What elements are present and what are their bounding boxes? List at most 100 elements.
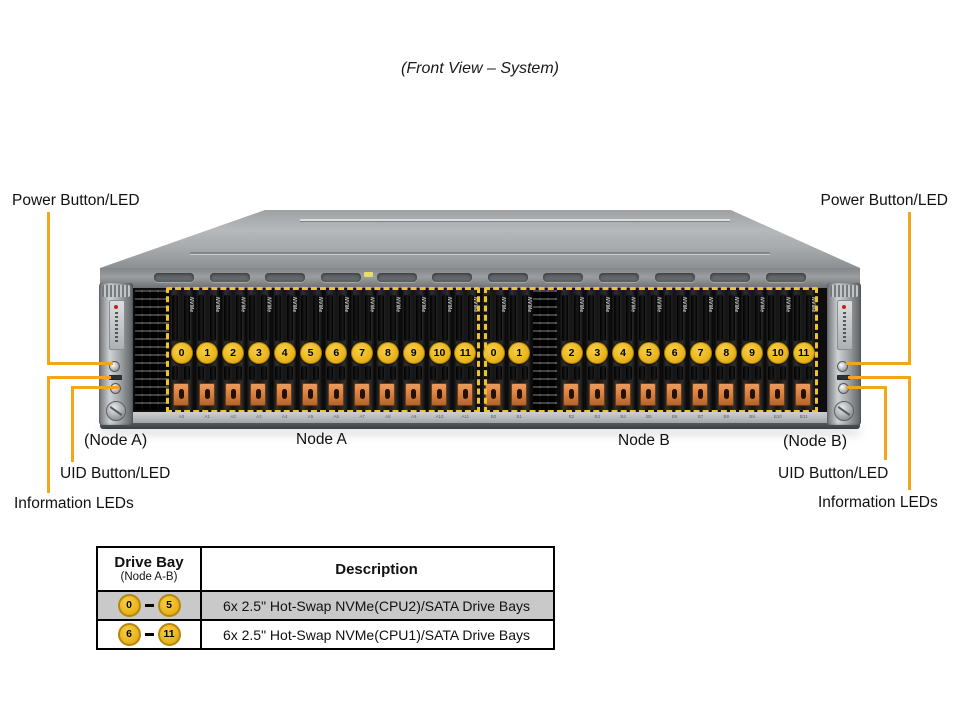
- label-node-b-paren: (Node B): [783, 433, 848, 450]
- nvme-label: NVMe: [681, 297, 688, 313]
- nvme-label: NVMe: [655, 297, 662, 313]
- drive-bay-number: 5: [299, 342, 322, 364]
- drive-bay-table: Drive Bay (Node A-B) Description 0 5 6x …: [96, 546, 555, 650]
- tray-vent-slot: [639, 366, 646, 380]
- nvme-label: NVMe: [603, 297, 610, 313]
- tray-vent-slot: [287, 366, 294, 380]
- drive-latch: [276, 383, 293, 406]
- tray-vent-slot: [806, 295, 813, 341]
- tray-vent-slot: [742, 366, 749, 380]
- drive-bay-number: 8: [376, 342, 399, 364]
- figure-title: (Front View – System): [401, 60, 559, 77]
- callout-line-info-right: [848, 376, 911, 379]
- tray-vent-slot: [313, 295, 319, 341]
- band-vent-slot: [320, 273, 361, 282]
- tray-vent-slot: [442, 366, 448, 380]
- chassis-front-vent-band: [100, 268, 860, 288]
- latch-hole: [491, 389, 496, 399]
- tray-vent-slot: [261, 295, 268, 341]
- badge-red-dot: [842, 305, 846, 309]
- tray-vent-slot: [754, 366, 761, 380]
- tray-vent-slot: [301, 295, 307, 341]
- table-header-drive-bay: Drive Bay (Node A-B): [98, 548, 202, 590]
- callout-line-power-right: [846, 362, 911, 365]
- label-information-leds-left: Information LEDs: [14, 495, 134, 512]
- tray-vent-slot: [275, 295, 282, 341]
- band-vent-slot: [209, 273, 250, 282]
- nvme-label: NVMe: [446, 297, 452, 313]
- bay-id-label: A10: [435, 414, 444, 419]
- tray-vent-slot: [703, 295, 709, 341]
- tray-vent-slot: [235, 295, 242, 341]
- drive-latch: [614, 383, 631, 406]
- band-vent-slot: [765, 273, 806, 282]
- tray-vent-slot: [716, 295, 723, 341]
- latch-hole: [801, 389, 807, 399]
- badge-text-marks: [115, 312, 118, 342]
- tray-vent-slot: [484, 295, 490, 341]
- drive-bay-number: 6: [325, 342, 348, 364]
- bay-id-label: A6: [333, 414, 340, 419]
- drive-bay-number: 9: [402, 342, 425, 364]
- tray-vent-slot: [223, 366, 230, 380]
- drive-bay-number: 3: [247, 342, 270, 364]
- drive-latch: [743, 383, 760, 406]
- band-vent-slot: [432, 273, 473, 282]
- tray-vent-slot: [352, 366, 359, 380]
- nvme-label: NVMe: [758, 297, 765, 313]
- drive-latch: [588, 383, 605, 406]
- information-leds: [109, 375, 122, 380]
- table-header-description: Description: [335, 560, 418, 578]
- tray-vent-slot: [780, 295, 787, 341]
- bay-id-label: A3: [256, 414, 262, 419]
- drive-latch: [795, 383, 812, 406]
- lid-emboss-line: [300, 219, 730, 221]
- drive-latch: [563, 383, 579, 406]
- left-rack-ear: [99, 283, 133, 425]
- bay-id-label: B2: [568, 414, 575, 419]
- information-leds: [837, 375, 850, 380]
- bay-id-label: B3: [594, 414, 601, 419]
- drive-latch: [173, 383, 189, 406]
- tray-vent-slot: [806, 366, 813, 380]
- tray-vent-slot: [587, 295, 594, 341]
- bay-id-label: A5: [307, 414, 314, 419]
- tray-vent-slot: [184, 366, 190, 380]
- nvme-label: NVMe: [317, 297, 323, 313]
- latch-hole: [672, 389, 678, 399]
- left-air-vent: [135, 290, 172, 410]
- bay-number-badge: 11: [157, 623, 181, 646]
- tray-vent-slot: [496, 295, 502, 341]
- nvme-label: NVMe: [368, 297, 375, 313]
- band-vent-slot: [376, 273, 417, 282]
- tray-vent-slot: [651, 295, 658, 341]
- tray-vent-slot: [768, 366, 775, 380]
- table-row: 0 5 6x 2.5" Hot-Swap NVMe(CPU2)/SATA Dri…: [98, 592, 553, 621]
- latch-hole: [179, 389, 184, 399]
- nvme-label: NVMe: [732, 297, 739, 313]
- latch-hole: [569, 389, 574, 399]
- nvme-label: NVMe: [394, 297, 401, 313]
- tray-vent-slot: [562, 295, 568, 341]
- nvme-label: NVMe: [471, 297, 478, 313]
- drive-latch: [250, 383, 267, 406]
- tray-vent-slot: [378, 295, 385, 341]
- latch-hole: [230, 389, 236, 399]
- bay-id-label: B10: [773, 414, 782, 419]
- tray-vent-slot: [484, 366, 490, 380]
- tray-vent-slot: [639, 295, 646, 341]
- drive-bay-number: 2: [222, 342, 245, 364]
- tray-vent-slot: [197, 295, 204, 341]
- drive-bay-number: 1: [508, 342, 531, 364]
- lid-groove-line: [190, 252, 770, 254]
